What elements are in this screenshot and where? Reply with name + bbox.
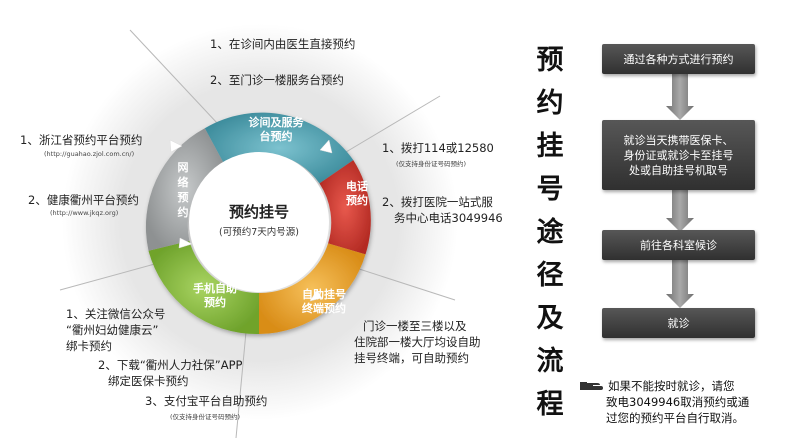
note-kiosk-1: 门诊一楼至三楼以及 (363, 319, 467, 333)
flow-arrow-2 (666, 190, 694, 232)
note-mobile-1c: 绑卡预约 (66, 339, 112, 353)
note-mobile-2a: 2、下载“衢州人力社保”APP (98, 358, 243, 372)
divider-lines (59, 29, 456, 439)
flow-step-3: 前往各科室候诊 (602, 230, 755, 260)
note-mobile-1a: 1、关注微信公众号 (66, 307, 166, 321)
title-char-1: 预 (536, 45, 564, 76)
note-clinic-1: 1、在诊间内由医生直接预约 (210, 37, 356, 51)
title-char-4: 号 (536, 174, 564, 205)
title-char-2: 约 (536, 88, 564, 119)
flow-step-4: 就诊 (602, 308, 755, 338)
note-clinic-2: 2、至门诊一楼服务台预约 (210, 73, 344, 87)
segment-label-kiosk: 自助挂号 终端预约 (302, 288, 346, 315)
flow-step-1: 通过各种方式进行预约 (602, 44, 755, 74)
title-char-7: 及 (536, 303, 564, 334)
ring-arrows (169, 139, 333, 302)
note-phone-2b: 务中心电话3049946 (394, 211, 503, 225)
center-subtitle: (可预约7天内号源) (219, 227, 299, 238)
segment-label-mobile: 手机自助 预约 (193, 282, 237, 309)
pointer-hand-icon (580, 382, 603, 390)
title-char-9: 程 (536, 389, 564, 420)
note-kiosk-3: 挂号终端，可自助预约 (354, 351, 469, 365)
segment-clinic[interactable] (204, 112, 354, 184)
ring-diagram (59, 24, 458, 439)
flow-arrows (666, 74, 694, 308)
flow-arrow-3 (666, 260, 694, 308)
note-web-2-url: (http://www.jkqz.org) (50, 209, 119, 217)
center-disc (189, 152, 329, 292)
title-char-6: 径 (536, 260, 564, 291)
segment-label-web: 网 络 预 约 (177, 161, 189, 219)
center-title: 预约挂号 (228, 203, 289, 221)
note-mobile-3-sub: (仅支持身份证号码预约) (170, 413, 241, 421)
segment-label-phone: 电话 预约 (346, 180, 368, 207)
note-web-2: 2、健康衢州平台预约 (28, 193, 139, 207)
note-web-1: 1、浙江省预约平台预约 (20, 133, 143, 147)
note-mobile-3: 3、支付宝平台自助预约 (145, 394, 268, 408)
cancel-footnote: 如果不能按时就诊，请您 致电3049946取消预约或通 过您的预约平台自行取消。 (606, 379, 750, 425)
segment-label-clinic: 诊间及服务 台预约 (248, 116, 304, 143)
segment-web[interactable] (145, 128, 224, 251)
note-mobile-2b: 绑定医保卡预约 (108, 374, 189, 388)
segment-phone[interactable] (319, 160, 371, 255)
note-mobile-1b: “衢州妇幼健康云” (66, 323, 159, 337)
note-phone-2a: 2、拨打医院一站式服 (382, 195, 493, 209)
title-char-5: 途 (536, 217, 564, 248)
note-phone-1: 1、拨打114或12580 (382, 141, 494, 155)
segment-kiosk[interactable] (259, 243, 366, 334)
title-char-3: 挂 (536, 131, 564, 162)
segment-mobile[interactable] (148, 240, 260, 335)
note-kiosk-2: 住院部一楼大厅均设自助 (354, 335, 481, 349)
note-web-1-url: (http://guahao.zjol.com.cn/) (44, 150, 135, 158)
flow-arrow-1 (666, 74, 694, 120)
title-char-8: 流 (536, 346, 564, 377)
note-phone-1-sub: (仅支持身份证号码预约) (396, 160, 467, 168)
flow-step-2: 就诊当天携带医保卡、 身份证或就诊卡至挂号 处或自助挂号机取号 (602, 120, 755, 190)
